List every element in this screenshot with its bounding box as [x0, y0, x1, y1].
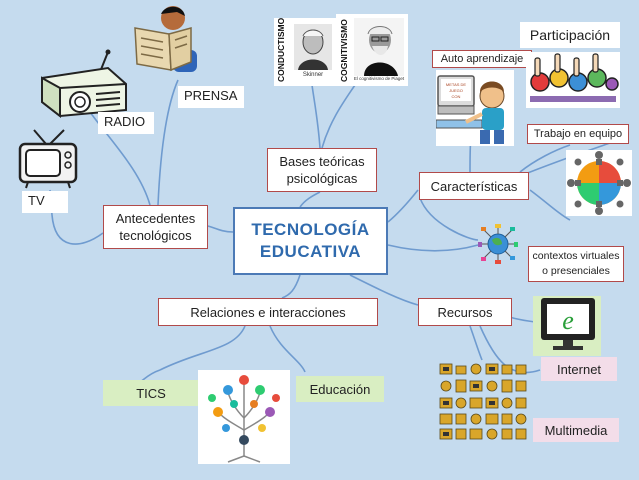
- multimedia-label: Multimedia: [533, 418, 619, 442]
- internet-monitor-icon: e: [533, 296, 601, 356]
- node-caracteristicas: Características: [419, 172, 529, 200]
- node-antecedentes: Antecedentes tecnológicos: [103, 205, 208, 249]
- piaget-panel: COGNITIVISMO El cognitivismo de Piaget: [336, 14, 408, 86]
- bases-line2: psicológicas: [286, 171, 358, 186]
- trabajo-equipo-label: Trabajo en equipo: [527, 124, 629, 144]
- piaget-photo: [354, 18, 404, 76]
- skinner-caption: Skinner: [302, 72, 324, 78]
- participation-hands-icon: [526, 52, 620, 108]
- prensa-label: PRENSA: [178, 86, 244, 108]
- central-topic: TECNOLOGÍA EDUCATIVA: [233, 207, 388, 275]
- skinner-panel: CONDUCTISMO Skinner: [274, 18, 336, 86]
- child-computer-icon: METAS DE JUEGO CON: [435, 70, 514, 146]
- tv-label: TV: [22, 191, 68, 213]
- piaget-caption: El cognitivismo de Piaget: [353, 76, 405, 81]
- radio-label: RADIO: [98, 112, 154, 134]
- radio-icon: [38, 48, 130, 119]
- sign-line1: METAS DE: [446, 82, 466, 87]
- antecedentes-line1: Antecedentes: [115, 211, 196, 226]
- central-topic-line2: EDUCATIVA: [259, 242, 362, 261]
- sign-line3: CON: [452, 94, 461, 99]
- newspaper-reader-icon: [133, 4, 203, 76]
- central-topic-line1: TECNOLOGÍA: [251, 220, 370, 239]
- node-recursos: Recursos: [418, 298, 512, 326]
- auto-aprendizaje-label: Auto aprendizaje: [432, 50, 532, 68]
- sign-line2: JUEGO: [449, 88, 463, 93]
- conductismo-label: CONDUCTISMO: [276, 17, 286, 82]
- skinner-photo: [294, 24, 332, 70]
- tics-tree-icon: [198, 370, 290, 464]
- node-relaciones-interacciones: Relaciones e interacciones: [158, 298, 378, 326]
- contextos-line2: o presenciales: [542, 265, 610, 277]
- globe-network-icon: [478, 224, 518, 264]
- internet-label: Internet: [541, 357, 617, 381]
- tv-icon: [16, 128, 80, 190]
- contextos-label: contextos virtuales o presenciales: [528, 246, 624, 282]
- educacion-label: Educación: [296, 376, 384, 402]
- antecedentes-line2: tecnológicos: [119, 228, 192, 243]
- tics-label: TICS: [103, 380, 199, 406]
- multimedia-icons-grid: [438, 362, 528, 442]
- teamwork-puzzle-icon: [566, 150, 632, 216]
- bases-line1: Bases teóricas: [279, 154, 365, 169]
- participacion-label: Participación: [520, 22, 620, 48]
- contextos-line1: contextos virtuales: [532, 250, 620, 262]
- node-bases-teoricas: Bases teóricas psicológicas: [267, 148, 377, 192]
- svg-text:e: e: [562, 306, 574, 335]
- cognitivismo-label: COGNITIVISMO: [339, 19, 349, 82]
